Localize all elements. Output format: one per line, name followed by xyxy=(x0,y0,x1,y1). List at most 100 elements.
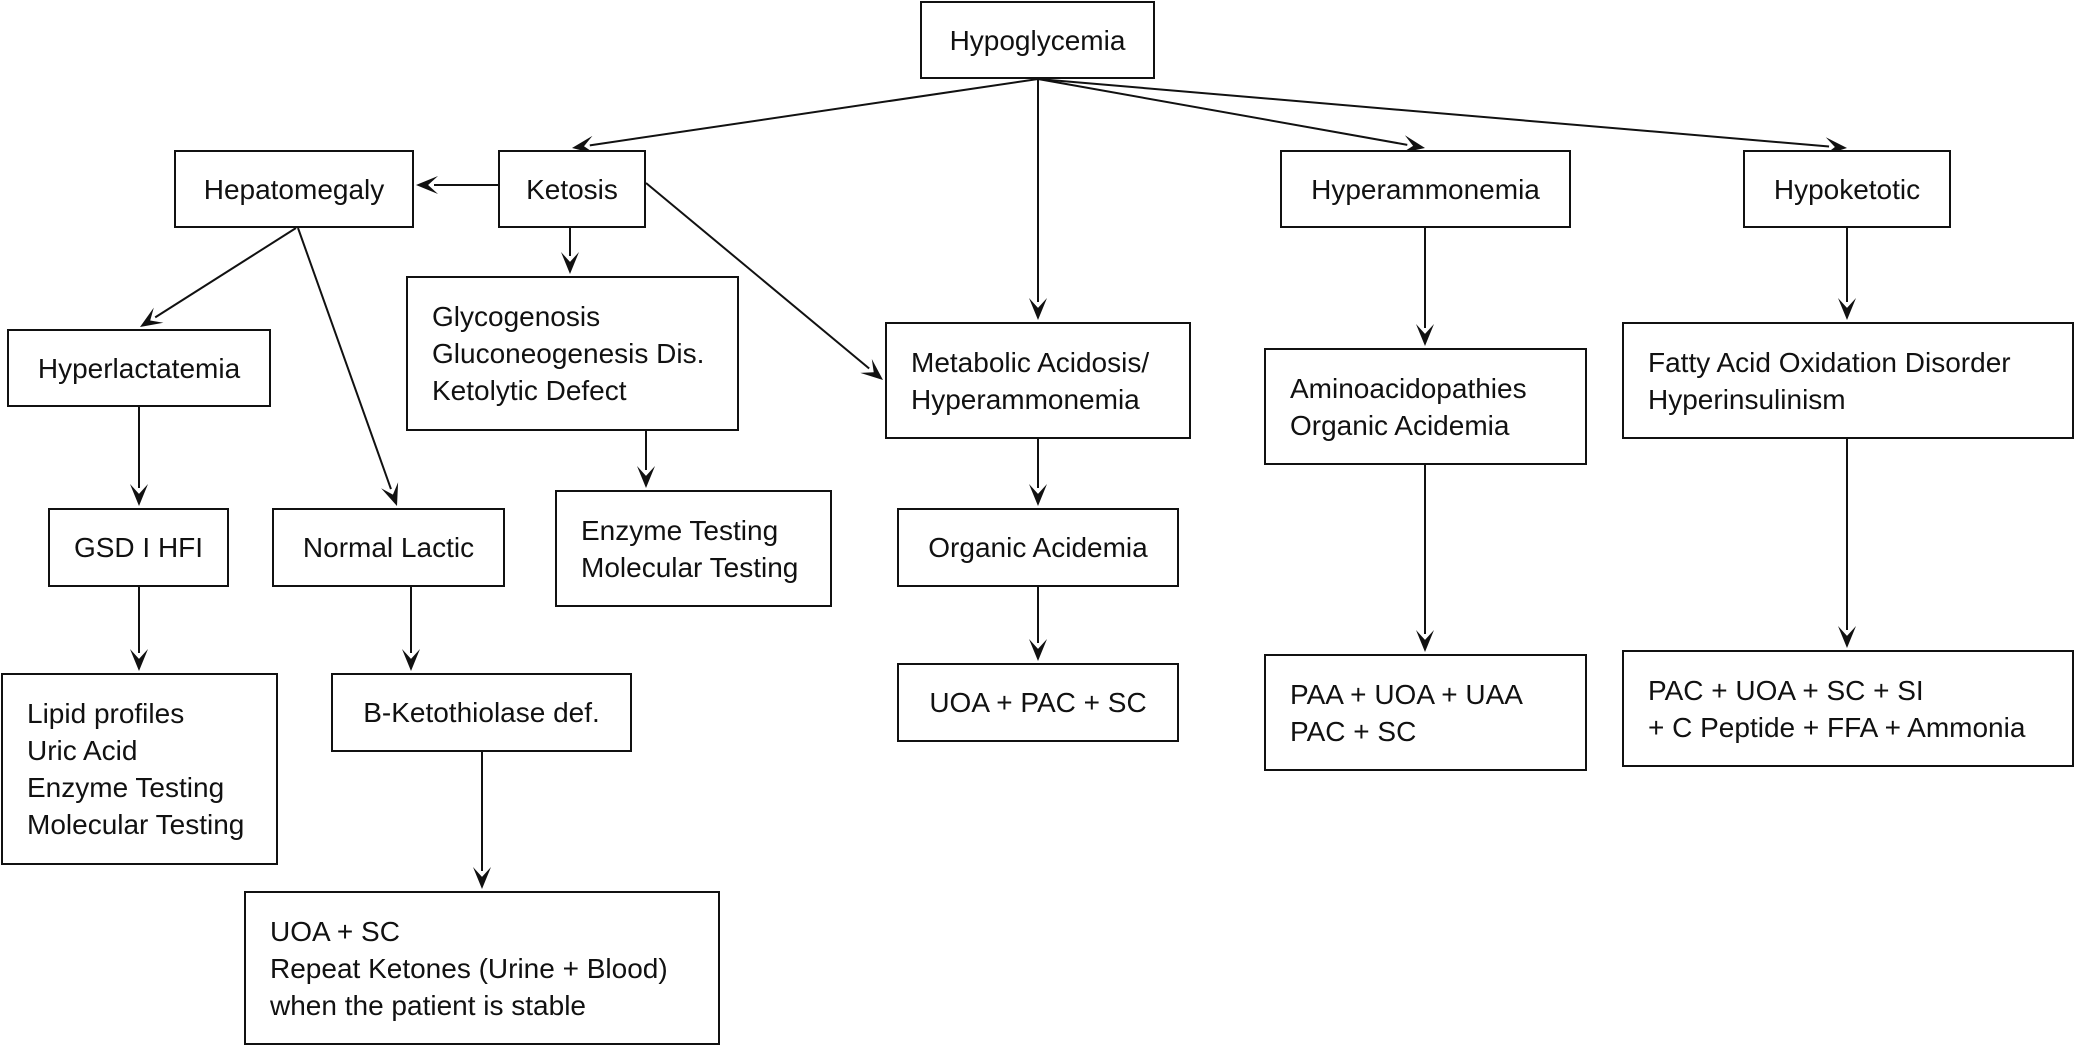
node-b-ketothiolase: B-Ketothiolase def. xyxy=(331,673,632,752)
arrowhead xyxy=(130,649,148,671)
edge-fatty-acid-to-pac-uoa-sc-si xyxy=(1838,439,1856,648)
edge-ketosis-to-metabolic-acidosis xyxy=(645,182,883,380)
node-label-line: Organic Acidemia xyxy=(928,532,1148,563)
node-hypoglycemia: Hypoglycemia xyxy=(920,1,1155,79)
node-uoa-sc-repeat-ketones: UOA + SC Repeat Ketones (Urine + Blood) wh… xyxy=(244,891,720,1045)
node-pac-uoa-sc-si: PAC + UOA + SC + SI + C Peptide + FFA + A… xyxy=(1622,650,2074,767)
node-uoa-pac-sc: UOA + PAC + SC xyxy=(897,663,1179,742)
connector-line xyxy=(154,227,297,319)
arrowhead xyxy=(381,482,399,506)
edge-normal-lactic-to-b-ketothiolase xyxy=(402,587,420,671)
node-hepatomegaly: Hepatomegaly xyxy=(174,150,414,228)
connector-line xyxy=(1037,78,1830,148)
node-hypoketotic: Hypoketotic xyxy=(1743,150,1951,228)
node-label-line: Enzyme Testing xyxy=(27,772,225,803)
arrowhead xyxy=(572,135,596,154)
edge-hypoglycemia-to-hypoketotic xyxy=(1037,78,1847,156)
arrowhead xyxy=(1416,630,1434,652)
arrowhead xyxy=(1029,484,1047,506)
arrowhead xyxy=(1029,298,1047,320)
edge-hypoglycemia-to-hyperammonemia xyxy=(1037,78,1425,153)
node-label-line: Hypoglycemia xyxy=(949,24,1126,56)
edge-b-ketothiolase-to-uoa-sc-repeat xyxy=(473,752,491,889)
node-label-line: Uric Acid xyxy=(27,735,138,766)
edge-metabolic-acidosis-to-organic-acidemia xyxy=(1029,439,1047,506)
arrowhead xyxy=(130,484,148,506)
arrowhead xyxy=(1838,626,1856,648)
node-label-line: B-Ketothiolase def. xyxy=(363,697,600,728)
node-label-line: when the patient is stable xyxy=(270,989,586,1021)
node-label-line: Molecular Testing xyxy=(27,809,245,840)
edge-aminoacidopathies-to-paa-uoa-uaa xyxy=(1416,465,1434,652)
edge-gsd-to-lipid-profiles xyxy=(130,587,148,671)
node-hyperammonemia: Hyperammonemia xyxy=(1280,150,1571,228)
node-label-line: Aminoacidopathies xyxy=(1290,372,1527,404)
node-label-line: Enzyme Testing xyxy=(581,514,779,546)
node-label-line: PAC + UOA + SC + SI xyxy=(1648,674,1924,706)
edge-organic-acidemia-to-uoa-pac-sc xyxy=(1029,587,1047,661)
node-label-line: Ketosis xyxy=(526,173,618,205)
node-label-line: UOA + PAC + SC xyxy=(929,687,1147,718)
arrowhead xyxy=(1824,137,1847,156)
node-label-line: Hyperlactatemia xyxy=(37,352,241,384)
node-label-line: Fatty Acid Oxidation Disorder xyxy=(1648,346,2011,378)
node-organic-acidemia: Organic Acidemia xyxy=(897,508,1179,587)
node-normal-lactic: Normal Lactic xyxy=(272,508,505,587)
arrowhead xyxy=(416,176,438,194)
edge-ketosis-to-hepatomegaly xyxy=(416,176,498,194)
node-label-line: PAC + SC xyxy=(1290,715,1417,747)
connector-line xyxy=(645,182,870,370)
node-label-line: Normal Lactic xyxy=(302,532,475,563)
node-gsd-hfi: GSD I HFI xyxy=(48,508,229,587)
node-label-line: UOA + SC xyxy=(270,915,400,947)
arrowhead xyxy=(1838,298,1856,320)
arrowhead xyxy=(1401,135,1425,153)
node-hyperlactatemia: Hyperlactatemia xyxy=(7,329,271,407)
arrowhead xyxy=(637,466,655,488)
node-label-line: Hepatomegaly xyxy=(203,173,385,205)
edge-hypoketotic-to-fatty-acid xyxy=(1838,228,1856,320)
node-label-line: Organic Acidemia xyxy=(1290,409,1510,441)
edge-hypoglycemia-to-ketosis xyxy=(572,78,1039,154)
node-label-line: Glycogenosis xyxy=(432,301,601,332)
arrowhead xyxy=(473,867,491,889)
connector-line xyxy=(589,78,1039,147)
connector-line xyxy=(1037,78,1408,146)
node-metabolic-acidosis: Metabolic Acidosis/Hyperammonemia xyxy=(885,322,1191,439)
node-label-line: Hyperammonemia xyxy=(1311,173,1540,205)
node-label-line: GSD I HFI xyxy=(73,532,204,563)
arrowhead xyxy=(860,359,883,380)
node-label-line: Metabolic Acidosis/ xyxy=(911,346,1150,378)
edge-glycogenosis-to-enzyme-molecular xyxy=(637,431,655,488)
arrowhead xyxy=(402,649,420,671)
edge-hepatomegaly-to-normal-lactic xyxy=(297,227,399,506)
arrowhead xyxy=(1029,639,1047,661)
arrowhead xyxy=(561,252,579,274)
edge-ketosis-to-glycogenosis xyxy=(561,228,579,274)
node-label-line: Gluconeogenesis Dis. xyxy=(432,338,705,369)
edge-hyperlactatemia-to-gsd xyxy=(130,407,148,506)
node-label-line: Hyperinsulinism xyxy=(1648,383,1846,415)
node-label-line: Ketolytic Defect xyxy=(432,375,627,406)
node-label-line: + C Peptide + FFA + Ammonia xyxy=(1648,711,2026,743)
node-paa-uoa-uaa: PAA + UOA + UAA PAC + SC xyxy=(1264,654,1587,771)
node-label-line: Repeat Ketones (Urine + Blood) xyxy=(270,952,668,984)
node-label-line: Hyperammonemia xyxy=(911,383,1140,415)
node-label-line: Lipid profiles xyxy=(27,698,185,729)
edge-hepatomegaly-to-hyperlactatemia xyxy=(140,227,297,327)
edge-hypoglycemia-to-metabolic-acidosis xyxy=(1029,79,1047,320)
edge-hyperammonemia-to-aminoacidopathies xyxy=(1416,228,1434,346)
node-ketosis: Ketosis xyxy=(498,150,646,228)
node-label-line: PAA + UOA + UAA xyxy=(1290,678,1523,710)
node-label-line: Molecular Testing xyxy=(581,551,799,583)
arrowhead xyxy=(1416,324,1434,346)
connector-line xyxy=(297,227,392,490)
arrowhead xyxy=(140,307,164,327)
node-label-line: Hypoketotic xyxy=(1773,173,1921,205)
